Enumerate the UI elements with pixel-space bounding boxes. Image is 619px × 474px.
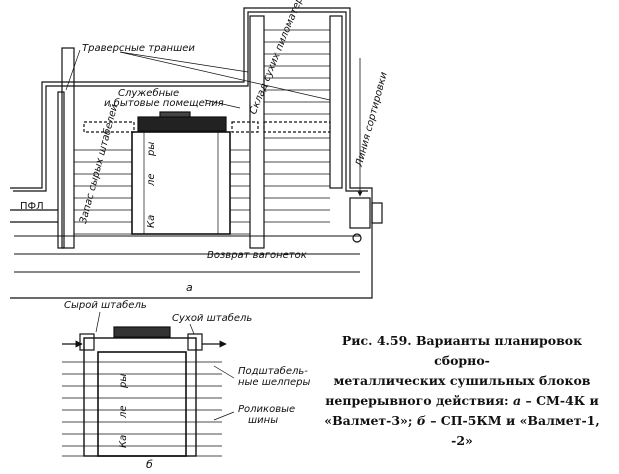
label-chamber-a-1: ры (146, 141, 157, 156)
diagram-a (10, 7, 383, 299)
label-traverse-trenches: Траверсные траншеи (82, 43, 195, 54)
label-chamber-a-3: Ка (146, 214, 157, 228)
caption-line-1: Рис. 4.59. Варианты планировок сборно- (341, 333, 583, 368)
sorting-unit (349, 197, 371, 229)
label-pfl: ПФЛ (20, 201, 44, 212)
fan-strip-a (137, 116, 227, 132)
label-sublabel-b: б (146, 458, 153, 471)
dry-store-racks (264, 29, 330, 223)
label-wagon-return: Возврат вагонеток (207, 250, 307, 261)
label-roller-1: Роликовые (238, 404, 296, 415)
caption-line-2: металлических сушильных блоков (333, 373, 591, 388)
label-sublabel-a: а (186, 281, 193, 294)
drying-chamber-b (97, 351, 187, 457)
label-roller-2: шины (248, 415, 279, 426)
label-service-rooms-2: и бытовые помещения (104, 98, 224, 109)
traverse-trench-left (61, 47, 75, 249)
label-dry-stack: Сухой штабель (172, 313, 253, 324)
label-chamber-b-3: Ка (118, 434, 129, 448)
label-stacker-1: Подштабель- (238, 366, 308, 377)
drying-chamber-a (131, 131, 231, 235)
caption-line-4: «Валмет-3»; б – СП-5КМ и «Валмет-1, -2» (324, 413, 600, 448)
label-stacker-2: ные шелперы (238, 377, 311, 388)
label-raw-stack: Сырой штабель (64, 300, 147, 311)
label-chamber-b-2: ле (118, 405, 129, 418)
label-service-rooms-1: Служебные (118, 88, 180, 99)
fan-strip-b (113, 326, 171, 338)
diagram-b (62, 311, 235, 457)
label-chamber-b-1: ры (118, 373, 129, 388)
chamber-frame-b (83, 337, 197, 457)
label-chamber-a-2: ле (146, 173, 157, 186)
caption-line-3: непрерывного действия: а – СМ-4К и (325, 393, 599, 408)
building-outline (10, 7, 373, 299)
figure-caption: Рис. 4.59. Варианты планировок сборно- м… (312, 331, 612, 451)
